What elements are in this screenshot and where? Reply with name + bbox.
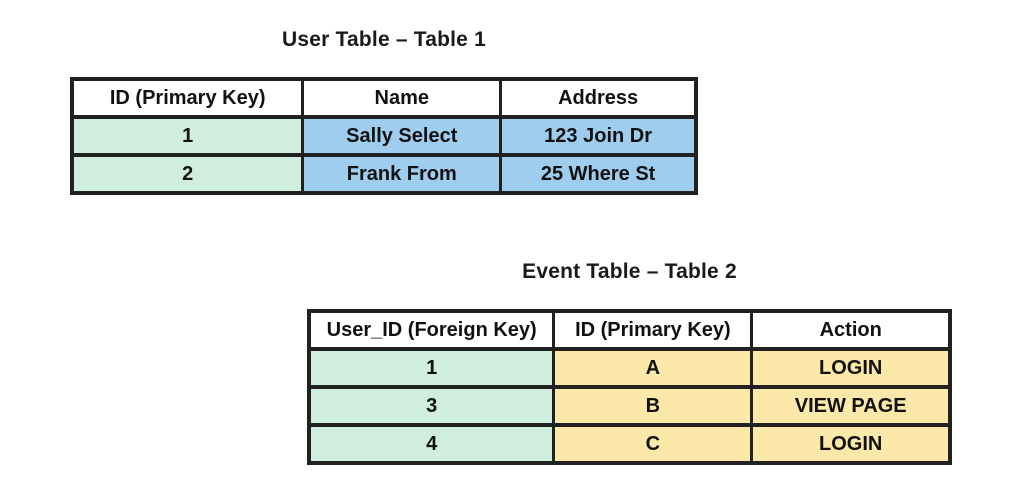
data-cell: LOGIN	[750, 347, 952, 389]
user-table-title: User Table – Table 1	[282, 28, 486, 51]
data-cell: 1	[70, 115, 305, 157]
data-cell: Sally Select	[301, 115, 503, 157]
data-cell: 25 Where St	[499, 153, 698, 195]
header-cell: User_ID (Foreign Key)	[307, 309, 556, 351]
header-cell: ID (Primary Key)	[70, 77, 305, 119]
event-table-section: Event Table – Table 2 User_ID (Foreign K…	[307, 260, 952, 465]
data-cell: 4	[307, 423, 556, 465]
data-cell: Frank From	[301, 153, 503, 195]
data-cell: VIEW PAGE	[750, 385, 952, 427]
user-table-section: User Table – Table 1 ID (Primary Key)Nam…	[70, 28, 698, 195]
header-cell: Action	[750, 309, 952, 351]
data-cell: B	[552, 385, 754, 427]
data-cell: 1	[307, 347, 556, 389]
header-row: User_ID (Foreign Key)ID (Primary Key)Act…	[307, 309, 952, 351]
data-cell: 3	[307, 385, 556, 427]
data-cell: C	[552, 423, 754, 465]
data-cell: 2	[70, 153, 305, 195]
data-cell: A	[552, 347, 754, 389]
data-cell: 123 Join Dr	[499, 115, 698, 157]
header-cell: ID (Primary Key)	[552, 309, 754, 351]
header-cell: Name	[301, 77, 503, 119]
event-table-title: Event Table – Table 2	[522, 260, 737, 283]
data-cell: LOGIN	[750, 423, 952, 465]
event-table: User_ID (Foreign Key)ID (Primary Key)Act…	[307, 309, 952, 465]
header-cell: Address	[499, 77, 698, 119]
